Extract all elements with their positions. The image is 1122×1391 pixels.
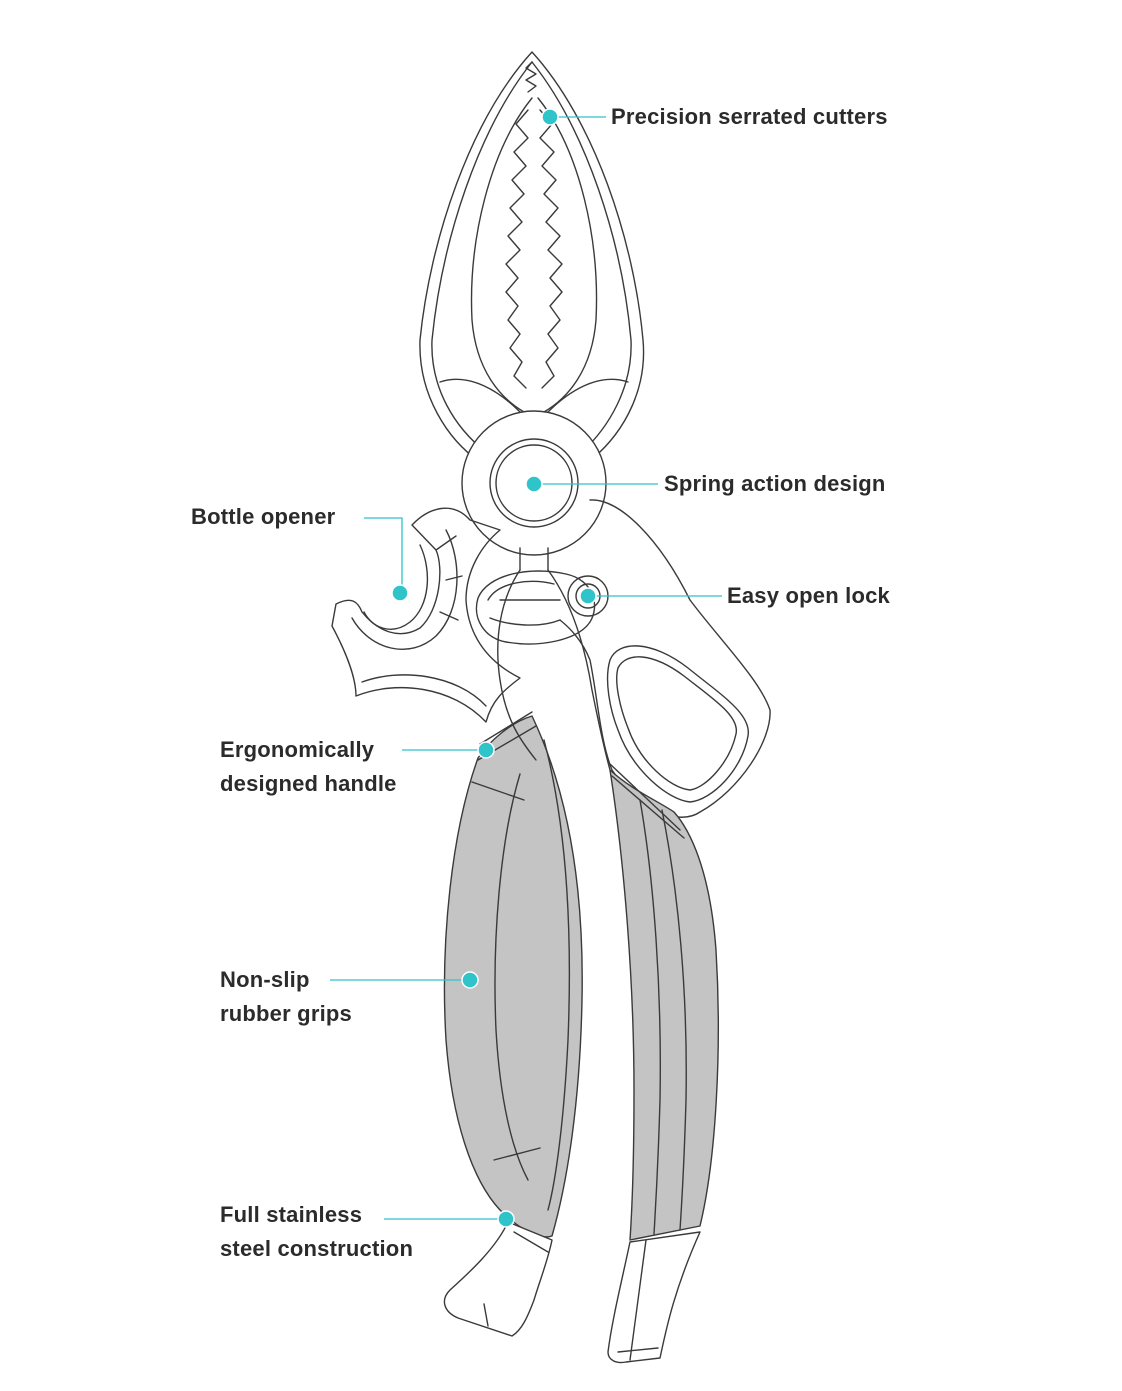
pivot-ring-inner (495, 444, 573, 522)
jaw-inner-edge (531, 61, 632, 453)
right-grip (609, 769, 719, 1241)
left-grip-ridge (543, 739, 571, 1211)
tip-serration (525, 61, 537, 93)
pivot-ring (489, 438, 579, 528)
marker-easy-open-lock (579, 587, 597, 605)
label-stainless-line2: steel construction (220, 1236, 414, 1261)
marker-ergonomic-handle (477, 741, 495, 759)
right-body-window (606, 645, 749, 803)
marker-non-slip (461, 971, 479, 989)
inner-arm (547, 569, 611, 771)
label-non-slip-line1: Non-slip (220, 967, 310, 992)
jaw-lower-band (439, 378, 521, 413)
jaw-inner-edge (431, 61, 533, 453)
marker-bottle-opener (391, 584, 409, 602)
marker-serrated-cutters (541, 108, 559, 126)
inner-arm (497, 569, 537, 761)
serrated-teeth-right (539, 109, 563, 389)
blade-split (470, 97, 533, 441)
lock-slot-inner (487, 580, 561, 626)
label-spring-action-text: Spring action design (664, 471, 886, 496)
left-handle-tip (443, 1221, 553, 1337)
left-body (331, 507, 521, 723)
label-bottle-opener: Bottle opener (191, 500, 335, 534)
label-easy-open-lock-text: Easy open lock (727, 583, 890, 608)
bottle-opener-hook (351, 529, 458, 650)
right-handle-tip-detail (617, 1239, 659, 1361)
label-ergonomic-handle-line2: designed handle (220, 771, 397, 796)
right-handle-tip (607, 1231, 701, 1364)
right-body-window-inner (616, 656, 737, 791)
left-grip (443, 715, 583, 1238)
label-non-slip-line2: rubber grips (220, 1001, 352, 1026)
label-non-slip: Non-slip rubber grips (220, 963, 352, 1031)
left-handle-tip-detail (483, 1231, 549, 1327)
jaw-lower-band (547, 378, 629, 413)
label-stainless-line1: Full stainless (220, 1202, 363, 1227)
jaw-outline (419, 51, 645, 463)
left-grip-band (471, 781, 541, 1161)
right-grip-collar (609, 763, 685, 839)
label-bottle-opener-text: Bottle opener (191, 504, 336, 529)
label-spring-action: Spring action design (664, 467, 886, 501)
right-grip-ridge (661, 809, 687, 1231)
bottle-opener-hook (363, 544, 429, 630)
left-grip-ridge (494, 773, 529, 1181)
label-stainless: Full stainless steel construction (220, 1198, 413, 1266)
label-easy-open-lock: Easy open lock (727, 579, 890, 613)
left-body-edge (361, 674, 487, 707)
lock-slot (475, 570, 596, 645)
label-serrated-cutters-text: Precision serrated cutters (611, 104, 888, 129)
serrated-teeth-left (505, 109, 529, 389)
bottle-opener-detail (435, 535, 463, 621)
pivot-neck (519, 547, 549, 571)
right-body (559, 499, 771, 818)
blade-split (537, 97, 598, 441)
right-grip-ridge (639, 799, 662, 1235)
label-ergonomic-handle-line1: Ergonomically (220, 737, 375, 762)
leader-bottle-opener (364, 517, 403, 592)
label-ergonomic-handle: Ergonomically designed handle (220, 733, 397, 801)
label-serrated-cutters: Precision serrated cutters (611, 100, 888, 134)
marker-stainless (497, 1210, 515, 1228)
marker-spring-action (525, 475, 543, 493)
